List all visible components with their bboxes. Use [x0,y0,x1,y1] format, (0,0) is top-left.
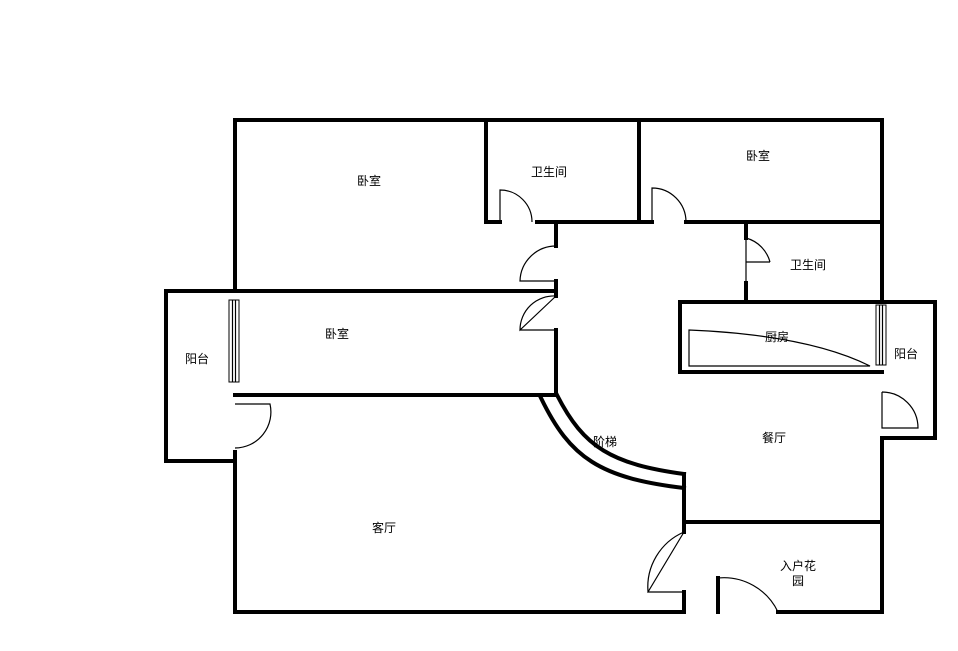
balcony-right-walls [880,300,937,440]
entry-garden-walls [682,472,884,614]
label-living-room: 客厅 [372,520,396,535]
door-main-entrance [717,577,779,613]
label-balcony-left: 阳台 [185,351,209,366]
top-right-bedroom-walls [637,118,884,224]
top-bathroom-walls [484,118,641,224]
label-entry-garden-line2: 园 [792,574,804,588]
label-bathroom-top: 卫生间 [531,165,567,179]
door-top-left-bedroom [519,245,557,282]
stairs [538,392,687,491]
door-right-bathroom [745,237,771,283]
kitchen-window [875,304,887,366]
label-balcony-right: 阳台 [894,346,918,361]
balcony-left-walls [164,289,237,463]
label-bedroom-top-right: 卧室 [746,148,770,163]
label-stairs: 阶梯 [593,435,617,449]
door-top-bathroom [499,189,533,223]
label-entry-garden-line1: 入户花 [780,558,816,573]
door-left-balcony [234,403,272,449]
kitchen-counter [688,329,871,367]
label-bedroom-middle: 卧室 [325,326,349,341]
corridor-walls [233,223,558,397]
balcony-left-window [228,299,240,383]
kitchen-walls [678,300,937,374]
door-top-right-bedroom [651,187,687,223]
door-entry-garden [646,531,685,593]
door-right-balcony [881,391,919,429]
door-middle-bedroom [519,295,557,332]
outer-walls [233,118,884,614]
label-kitchen: 厨房 [765,329,789,344]
label-bedroom-top-left: 卧室 [357,173,381,188]
label-dining-room: 餐厅 [762,430,786,445]
label-bathroom-right: 卫生间 [790,258,826,272]
